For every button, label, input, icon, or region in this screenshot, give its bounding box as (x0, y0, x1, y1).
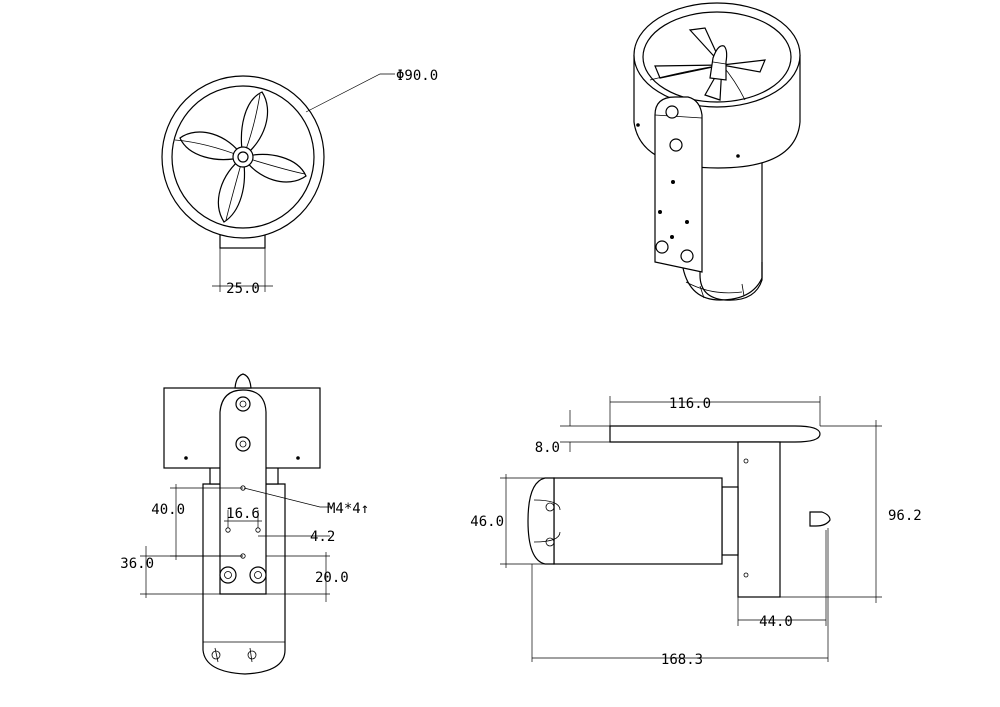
lower-spacing-label: 36.0 (120, 556, 154, 572)
motor-diameter-label: 46.0 (470, 514, 504, 530)
overall-height-label: 96.2 (888, 508, 922, 524)
propeller-blades (174, 91, 307, 223)
duct-diameter-label: Φ90.0 (396, 68, 438, 84)
lower-gap-label: 20.0 (315, 570, 349, 586)
top-view: 116.0 8.0 46.0 96.2 44.0 168.3 (470, 396, 922, 668)
front-view: Φ90.0 25.0 (161, 68, 438, 297)
hub-outer (232, 146, 254, 168)
diameter-leader (305, 73, 395, 113)
hub-inner (237, 151, 249, 163)
overall-length-label: 168.3 (661, 652, 703, 668)
plate-thickness-label: 8.0 (535, 440, 560, 456)
duct-length-label: 116.0 (669, 396, 711, 412)
isometric-view (633, 2, 801, 301)
hole-spacing-label: 16.6 (226, 506, 260, 522)
thread-label: M4*4↑ (327, 501, 369, 517)
hole-offset-label: 4.2 (310, 529, 335, 545)
hole-depth-label: 40.0 (151, 502, 185, 518)
mount-width-label: 25.0 (226, 281, 260, 297)
side-view: 40.0 16.6 M4*4↑ 4.2 36.0 20.0 (120, 373, 369, 675)
duct-inner-ring (171, 85, 315, 229)
mount-depth-label: 44.0 (759, 614, 793, 630)
